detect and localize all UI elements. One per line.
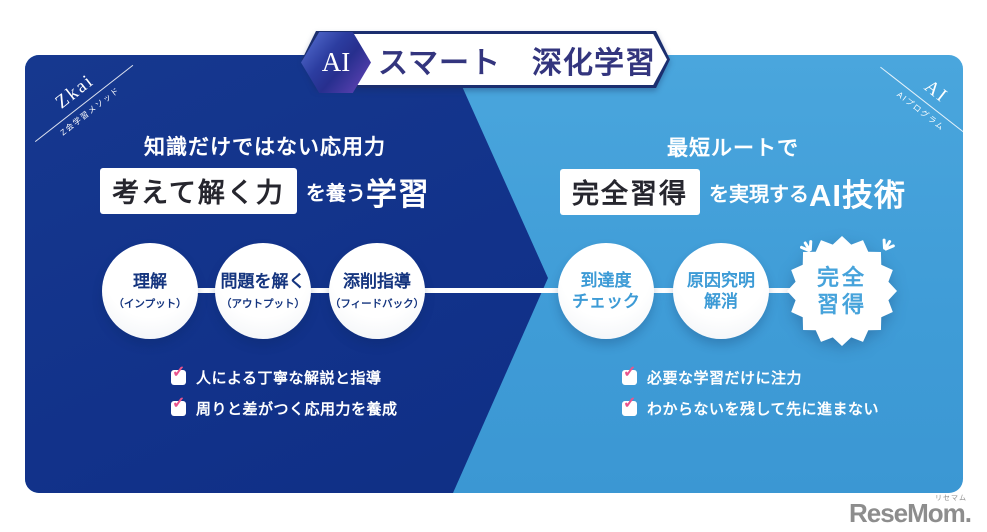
- checkbox-icon: ✓: [622, 365, 637, 385]
- checkbox-icon: ✓: [622, 396, 637, 416]
- page-title: スマート 深化学習: [377, 46, 657, 80]
- check-icon: ✓: [172, 395, 186, 412]
- right-heading-line1: 最短ルートで: [667, 137, 799, 160]
- right-heading: 最短ルートで 完全習得 を実現する AI技術: [503, 132, 963, 215]
- step-label: 理解: [133, 272, 167, 292]
- right-checklist: ✓ 必要な学習だけに注力 ✓ わからないを残して先に進まない: [622, 365, 880, 419]
- left-heading-highlight-box: 考えて解く力: [100, 168, 297, 214]
- checkbox-icon: ✓: [171, 396, 186, 416]
- checklist-label: 必要な学習だけに注力: [647, 370, 803, 387]
- step-circle-cause-resolution: 原因究明 解消: [673, 243, 769, 339]
- check-icon: ✓: [623, 364, 637, 381]
- checklist-item: ✓ わからないを残して先に進まない: [622, 396, 880, 419]
- resemom-watermark: リセマム ReseMom.: [848, 495, 972, 529]
- left-heading-rest: を養う: [305, 182, 366, 205]
- checklist-label: 人による丁寧な解説と指導: [196, 370, 382, 387]
- left-heading: 知識だけではない応用力 考えて解く力 を養う 学習: [35, 131, 495, 214]
- check-icon: ✓: [172, 364, 186, 381]
- process-connector-line: [150, 288, 842, 293]
- step-circle-solve: 問題を解く （アウトプット）: [215, 243, 311, 339]
- step-sublabel: （フィードバック）: [329, 297, 425, 310]
- checklist-label: 周りと差がつく応用力を養成: [196, 401, 398, 418]
- ai-divider-line: [880, 66, 963, 141]
- checkbox-icon: ✓: [171, 365, 186, 385]
- left-heading-after: を養う 学習: [306, 169, 430, 214]
- right-heading-rest: を実現する: [709, 183, 809, 206]
- left-heading-big: 学習: [365, 176, 430, 212]
- step-label: 解消: [704, 292, 738, 311]
- checklist-item: ✓ 人による丁寧な解説と指導: [171, 365, 398, 388]
- step-label: チェック: [572, 292, 640, 311]
- check-icon: ✓: [623, 395, 637, 412]
- mastery-badge-line1: 完全: [816, 264, 867, 290]
- step-label: 原因究明: [687, 270, 755, 290]
- title-banner-inner: スマート 深化学習: [305, 34, 667, 85]
- step-sublabel: （インプット）: [113, 297, 187, 310]
- ai-logo: AI: [920, 75, 953, 108]
- resemom-ruby: リセマム: [935, 495, 967, 502]
- step-circle-achievement-check: 到達度 チェック: [558, 243, 654, 339]
- checklist-label: わからないを残して先に進まない: [647, 401, 880, 418]
- step-label: 問題を解く: [220, 272, 306, 292]
- checklist-item: ✓ 必要な学習だけに注力: [622, 365, 879, 388]
- left-checklist: ✓ 人による丁寧な解説と指導 ✓ 周りと差がつく応用力を養成: [171, 365, 398, 419]
- mastery-badge: 完全 習得: [787, 236, 897, 346]
- left-heading-line2: 考えて解く力 を養う 学習: [100, 168, 430, 214]
- step-circle-correction: 添削指導 （フィードバック）: [329, 243, 425, 339]
- step-label: 添削指導: [343, 272, 411, 292]
- step-circle-understand: 理解 （インプット）: [102, 243, 198, 339]
- checklist-item: ✓ 周りと差がつく応用力を養成: [171, 396, 398, 419]
- step-sublabel: （アウトプット）: [221, 297, 305, 310]
- right-heading-highlight-box: 完全習得: [560, 169, 700, 215]
- right-heading-after: を実現する AI技術: [709, 170, 906, 215]
- right-heading-big: AI技術: [809, 177, 906, 213]
- step-label: 到達度: [580, 270, 632, 290]
- mastery-badge-line2: 習得: [816, 292, 867, 317]
- resemom-logo-text: ReseMom.: [848, 498, 972, 528]
- ai-hexagon-label: AI: [321, 47, 351, 77]
- main-panel: Zkai Z会学習メソッド AI AIプログラム 知識だけではない応用力 考えて…: [25, 55, 963, 493]
- right-heading-line2: 完全習得 を実現する AI技術: [560, 169, 906, 215]
- mastery-badge-text: 完全 習得: [817, 264, 867, 319]
- mastery-badge-seal: 完全 習得: [787, 236, 897, 346]
- left-heading-line1: 知識だけではない応用力: [144, 136, 386, 159]
